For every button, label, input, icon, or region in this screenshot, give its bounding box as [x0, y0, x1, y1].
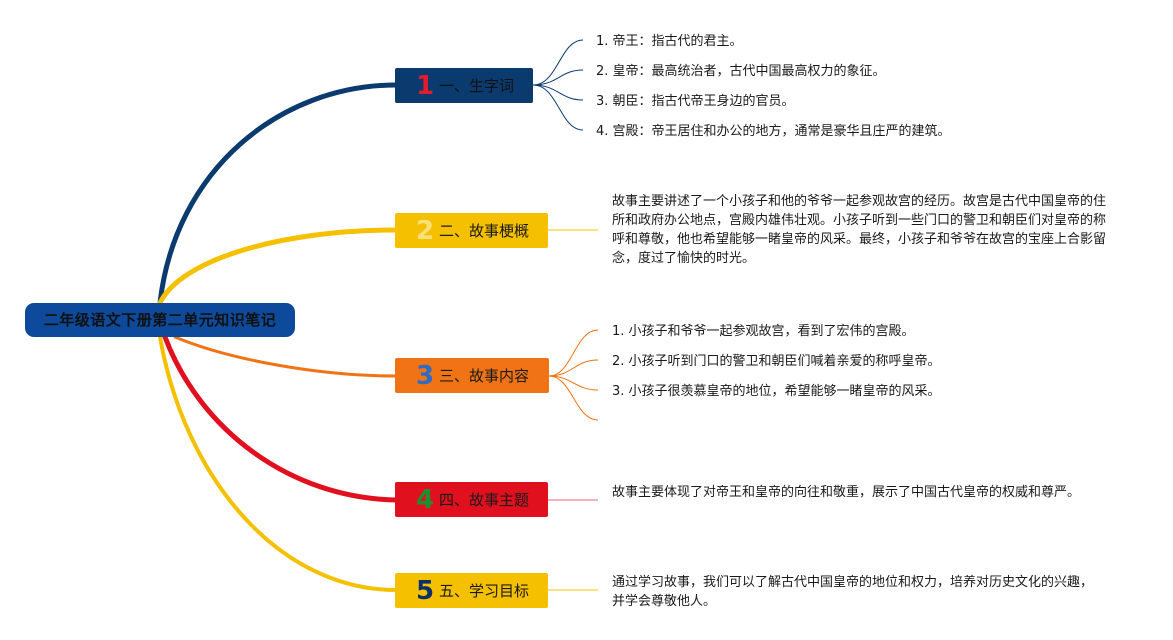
branch-label-1: 一、生字词 — [439, 77, 515, 95]
learning-goals-text[interactable]: 通过学习故事，我们可以了解古代中国皇帝的地位和权力，培养对历史文化的兴趣，并学会… — [612, 575, 1094, 609]
vocabulary-item-1[interactable]: 1. 帝王：指古代的君主。 — [596, 34, 743, 49]
branch-number-1: 1 — [415, 70, 435, 101]
branch-label-5: 五、学习目标 — [439, 582, 530, 600]
branch-number-5: 5 — [415, 575, 435, 606]
vocabulary-item-4[interactable]: 4. 宫殿：帝王居住和办公的地方，通常是豪华且庄严的建筑。 — [596, 124, 951, 139]
connector-root-branch-1 — [157, 82, 399, 306]
connector-b3-item-4 — [548, 375, 599, 421]
connector-root-branch-3 — [173, 335, 398, 378]
root-topic[interactable]: 二年级语文下册第二单元知识笔记 — [25, 303, 295, 337]
branch-label-2: 二、故事梗概 — [439, 222, 530, 240]
content-item-3[interactable]: 3. 小孩子很羡慕皇帝的地位，希望能够一睹皇帝的风采。 — [612, 384, 941, 399]
branch-vocabulary[interactable]: 1 一、生字词 — [395, 68, 533, 103]
connector-root-branch-4 — [162, 334, 399, 503]
connector-b1-item-4 — [532, 84, 584, 131]
connector-root-branch-5 — [158, 335, 398, 592]
connector-b1-item-1 — [532, 39, 584, 86]
vocabulary-item-3[interactable]: 3. 朝臣：指古代帝王身边的官员。 — [596, 94, 795, 109]
branch-number-4: 4 — [415, 484, 435, 515]
theme-text[interactable]: 故事主要体现了对帝王和皇帝的向往和敬重，展示了中国古代皇帝的权威和尊严。 — [612, 485, 1081, 500]
connector-b3-item-1 — [548, 329, 599, 377]
connector-b1-item-3 — [532, 84, 584, 101]
content-item-1[interactable]: 1. 小孩子和爷爷一起参观故宫，看到了宏伟的宫殿。 — [612, 324, 915, 339]
connector-b3-item-2 — [548, 359, 599, 377]
connector-b1-item-2 — [532, 69, 584, 86]
branch-label-3: 三、故事内容 — [439, 367, 530, 385]
connector-root-branch-2 — [157, 227, 399, 306]
branch-number-3: 3 — [415, 360, 435, 391]
branch-theme[interactable]: 4 四、故事主题 — [395, 482, 548, 517]
branch-label-4: 四、故事主题 — [439, 491, 530, 509]
content-item-2[interactable]: 2. 小孩子听到门口的警卫和朝臣们喊着亲爱的称呼皇帝。 — [612, 354, 941, 369]
synopsis-text[interactable]: 故事主要讲述了一个小孩子和他的爷爷一起参观故宫的经历。故宫是古代中国皇帝的住所和… — [612, 194, 1107, 266]
branch-learning-goals[interactable]: 5 五、学习目标 — [395, 573, 548, 608]
branch-story-content[interactable]: 3 三、故事内容 — [395, 358, 549, 393]
branch-number-2: 2 — [415, 215, 435, 246]
branch-synopsis[interactable]: 2 二、故事梗概 — [395, 213, 548, 248]
vocabulary-item-2[interactable]: 2. 皇帝：最高统治者，古代中国最高权力的象征。 — [596, 64, 886, 79]
